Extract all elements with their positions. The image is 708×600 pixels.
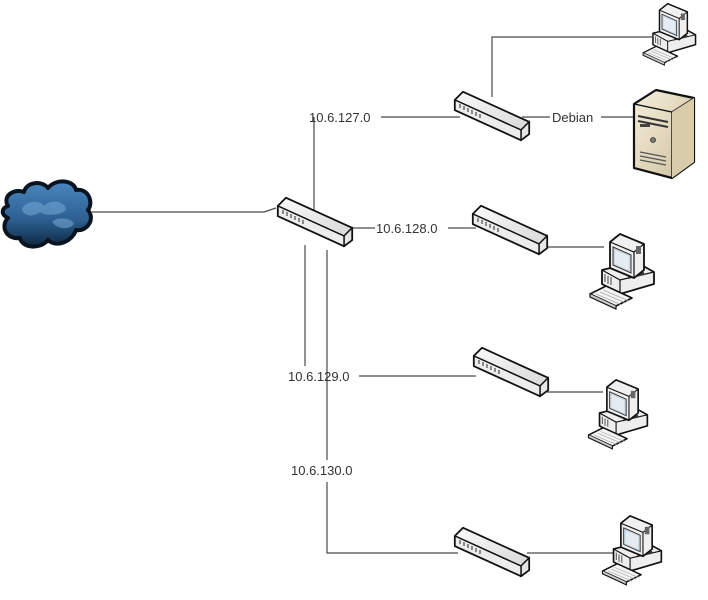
subnet-128-label: 10.6.128.0 [376, 221, 437, 236]
switch-130-icon[interactable] [453, 526, 531, 578]
switch-129-icon[interactable] [472, 346, 550, 398]
workstation-128-icon[interactable] [589, 233, 655, 310]
wire-core-130b [326, 482, 458, 554]
wire-127-workstation [491, 36, 652, 97]
workstation-127-icon[interactable] [642, 2, 697, 66]
switch-128-icon[interactable] [471, 204, 549, 256]
subnet-127-label: 10.6.127.0 [309, 110, 370, 125]
connections [92, 36, 652, 554]
subnet-130-label: 10.6.130.0 [291, 463, 352, 478]
subnet-129-label: 10.6.129.0 [288, 369, 349, 384]
workstation-129-icon[interactable] [587, 379, 649, 450]
workstation-130-icon[interactable] [601, 515, 663, 586]
debian-label: Debian [552, 110, 593, 125]
wire-internet-core [92, 207, 277, 213]
core-switch-icon[interactable] [276, 196, 354, 248]
internet-cloud-icon[interactable] [0, 179, 93, 249]
switch-127-icon[interactable] [453, 90, 531, 142]
server-debian-icon[interactable] [632, 88, 696, 180]
